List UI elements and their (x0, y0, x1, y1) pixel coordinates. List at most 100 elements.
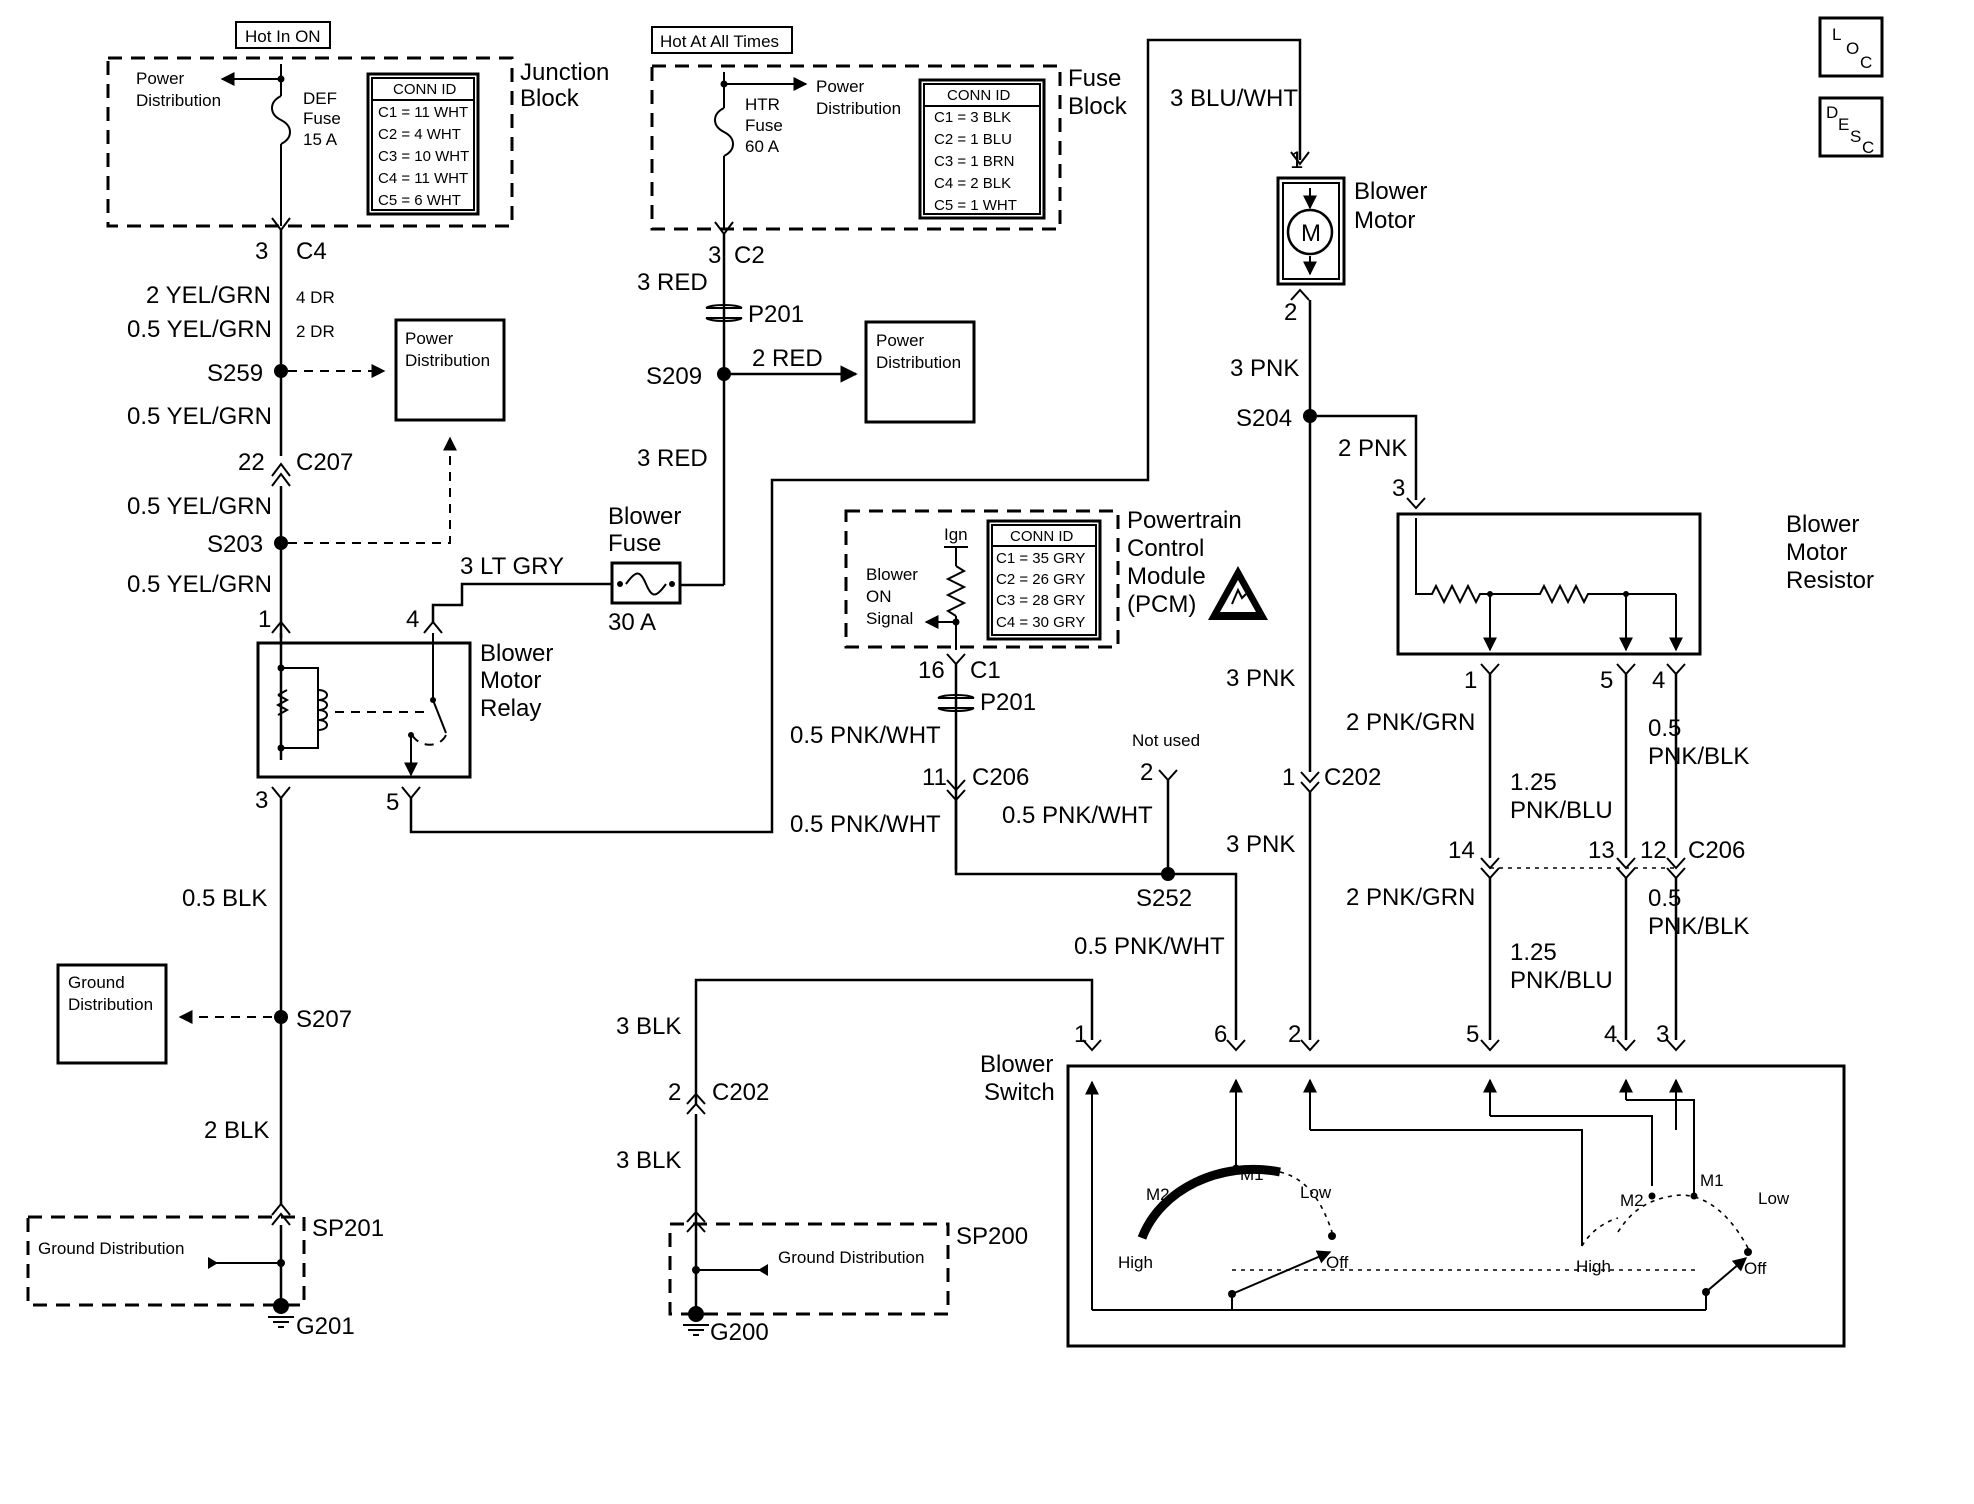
c206-pin: 11 (922, 764, 947, 791)
wire-label: 3 PNK (1230, 355, 1299, 382)
switch-pos-label: Off (1744, 1259, 1767, 1278)
c206-pin: 12 (1640, 837, 1667, 864)
relay-pin: 3 (255, 787, 268, 814)
motor-pin: 2 (1284, 299, 1297, 326)
wire-label: 1.25 (1510, 769, 1557, 796)
not-used-pin: 2 (1140, 759, 1153, 786)
svg-text:S: S (1850, 127, 1861, 146)
svg-text:C: C (1860, 53, 1872, 72)
svg-text:D: D (1826, 103, 1838, 122)
wire-label: 0.5 PNK/WHT (790, 722, 941, 749)
htr-fuse-label: HTR (745, 95, 780, 114)
ground-label: G200 (710, 1319, 769, 1346)
fb-conn-header: CONN ID (947, 87, 1011, 104)
powertrain-control-module: Ign Blower ON Signal CONN ID C1 = 35 GRY… (790, 507, 1268, 1040)
blower-fuse-title-2: Fuse (608, 530, 661, 557)
c1-label: C1 (970, 657, 1001, 684)
pcm-signal-label-3: Signal (866, 609, 913, 628)
power-distribution-box-2[interactable]: Power Distribution (864, 320, 976, 424)
switch-pin: 1 (1074, 1021, 1087, 1048)
relay-to-motor-wire (409, 38, 1302, 834)
wire-label: 0.5 (1648, 715, 1681, 742)
c202-pin: 1 (1282, 764, 1295, 791)
splice-s204 (1303, 409, 1317, 423)
connector-c207-symbol (271, 462, 291, 477)
power-distribution-box[interactable]: Power Distribution (394, 318, 506, 422)
sp201-label: SP201 (312, 1215, 384, 1242)
resistor-pin: 5 (1600, 667, 1613, 694)
splice-s207 (274, 1010, 288, 1024)
switch-pos-label: M2 (1620, 1191, 1644, 1210)
c2-pin: 3 (708, 242, 721, 269)
motor-circuit: 3 BLU/WHT 1 M Blower Motor 2 3 PNK S204 … (1170, 85, 1874, 1040)
pcm-signal-label: Blower (866, 565, 918, 584)
jb-power-dist-label-2: Distribution (136, 91, 221, 110)
hot-at-all-times-tag (651, 26, 793, 54)
location-icon[interactable]: L O C (1818, 16, 1884, 78)
pcm-conn-id-table: CONN ID C1 = 35 GRY C2 = 26 GRY C3 = 28 … (986, 519, 1102, 641)
wire-label: 2 YEL/GRN (146, 282, 271, 309)
switch-pin: 6 (1214, 1021, 1227, 1048)
sp201-ground-distribution: SP201 Ground Distribution (26, 1202, 384, 1307)
resistor-title: Blower (1786, 511, 1859, 538)
resistor-title-3: Resistor (1786, 567, 1874, 594)
fb-conn-row: C3 = 1 BRN (934, 153, 1014, 170)
splice-label: S259 (207, 360, 263, 387)
wire-label: PNK/BLU (1510, 967, 1613, 994)
fb-conn-row: C1 = 3 BLK (934, 109, 1011, 126)
hot-in-on-tag (235, 21, 331, 49)
svg-text:Power: Power (876, 331, 925, 350)
jb-power-dist-label: Power (136, 69, 185, 88)
c4-pin: 3 (255, 238, 268, 265)
ground-distribution-box[interactable]: Ground Distribution (56, 963, 168, 1065)
wire-label: 0.5 PNK/WHT (790, 811, 941, 838)
pcm-conn-row: C3 = 28 GRY (996, 592, 1085, 609)
switch-pin: 4 (1604, 1021, 1617, 1048)
wire-label: 2 PNK/GRN (1346, 709, 1475, 736)
wire-label: PNK/BLU (1510, 797, 1613, 824)
wire-label: 2 RED (752, 345, 823, 372)
splice-label: S252 (1136, 885, 1192, 912)
pcm-title-2: Control (1127, 535, 1204, 562)
p201-pass-through (705, 304, 743, 322)
wire-label: PNK/BLK (1648, 743, 1749, 770)
wire-label: 3 BLU/WHT (1170, 85, 1298, 112)
relay-coil (317, 689, 328, 731)
p201-label: P201 (980, 689, 1036, 716)
jb-conn-header: CONN ID (393, 81, 457, 98)
jb-conn-row: C1 = 11 WHT (378, 104, 468, 121)
description-icon[interactable]: D E S C (1818, 96, 1884, 158)
relay-title-3: Relay (480, 695, 541, 722)
wire-label: 2 PNK/GRN (1346, 884, 1475, 911)
switch-title-2: Switch (984, 1079, 1055, 1106)
sp200-ground-distribution: SP200 Ground Distribution (668, 1210, 1028, 1316)
svg-text:Power: Power (405, 329, 454, 348)
svg-text:Distribution: Distribution (68, 995, 153, 1014)
pcm-pullup-resistor (945, 565, 967, 617)
wire-label: 0.5 YEL/GRN (127, 493, 272, 520)
esd-warning-icon (1208, 566, 1268, 620)
c206-pin: 13 (1588, 837, 1615, 864)
switch-pos-label: Off (1326, 1253, 1349, 1272)
wire-variant-tag: 2 DR (296, 322, 335, 341)
blower-switch: Blower Switch 1 6 2 5 4 3 (980, 1021, 1846, 1348)
wire-label: 0.5 PNK/WHT (1074, 933, 1225, 960)
jb-conn-row: C2 = 4 WHT (378, 126, 461, 143)
wire-label: 3 LT GRY (460, 553, 564, 580)
svg-text:E: E (1838, 115, 1849, 134)
wire-label: 2 BLK (204, 1117, 269, 1144)
wire-label: 0.5 BLK (182, 885, 267, 912)
ground-g200-symbol (683, 1306, 709, 1336)
pcm-title: Powertrain (1127, 507, 1242, 534)
c202-label: C202 (712, 1079, 769, 1106)
splice-s203 (274, 536, 288, 550)
c2-label: C2 (734, 242, 765, 269)
wire-label: 0.5 YEL/GRN (127, 403, 272, 430)
splice-s209 (717, 367, 731, 381)
fb-power-dist-label: Power (816, 77, 865, 96)
sp200-label: SP200 (956, 1223, 1028, 1250)
splice-label: S204 (1236, 405, 1292, 432)
hot-at-all-times-label: Hot At All Times (660, 32, 779, 51)
c202-label: C202 (1324, 764, 1381, 791)
wire-label: 0.5 (1648, 885, 1681, 912)
